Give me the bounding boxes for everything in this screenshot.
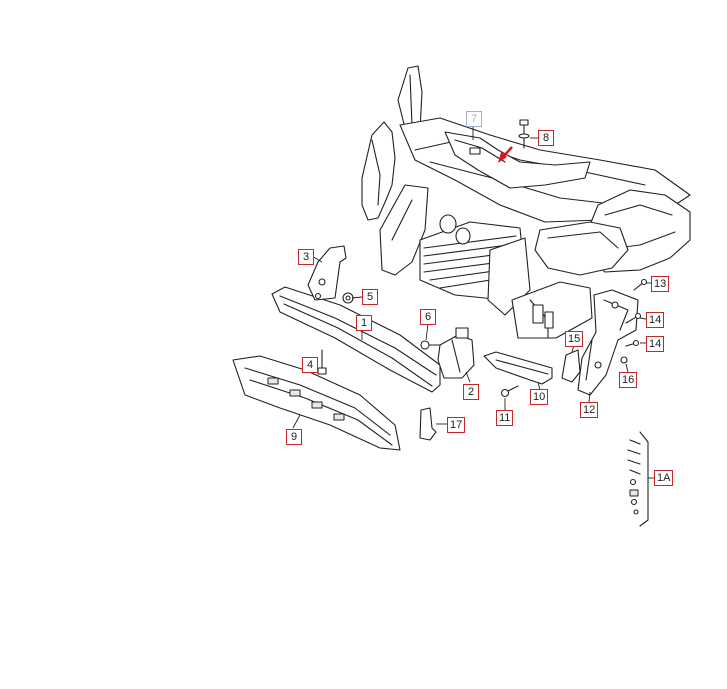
screw-part-16 — [620, 356, 628, 364]
bolt-part-4 — [317, 349, 327, 375]
callout-4: 4 — [302, 357, 318, 373]
callout-5: 5 — [362, 289, 378, 305]
lower-carrier-part-9 — [232, 355, 401, 451]
callout-6: 6 — [420, 309, 436, 325]
callout-14a: 14 — [646, 312, 665, 328]
callout-16: 16 — [619, 372, 638, 388]
callout-12: 12 — [580, 402, 599, 418]
screw-part-13 — [633, 278, 648, 291]
callout-1: 1 — [356, 315, 372, 331]
fastener-kit-1A — [627, 431, 649, 527]
bracket-part-10 — [483, 351, 553, 385]
callout-17: 17 — [447, 417, 466, 433]
callout-13: 13 — [651, 276, 670, 292]
callout-15: 15 — [565, 331, 584, 347]
callout-3: 3 — [298, 249, 314, 265]
bolt-part-8 — [518, 119, 530, 149]
bracket-part-15 — [561, 349, 581, 383]
clip-part-17 — [419, 407, 437, 441]
callout-11: 11 — [496, 410, 514, 426]
leader-lines — [292, 125, 654, 479]
nut-part-5 — [342, 292, 354, 304]
bolt-part-6 — [420, 340, 441, 350]
callout-9: 9 — [286, 429, 302, 445]
bolt-part-11 — [500, 385, 519, 398]
crash-box-part-2 — [437, 327, 475, 379]
left-bracket-part-3 — [307, 245, 347, 301]
screw-part-14a — [625, 312, 642, 324]
callout-14b: 14 — [646, 336, 665, 352]
callout-8: 8 — [538, 130, 554, 146]
front-structure — [361, 65, 691, 339]
callout-7: 7 — [466, 111, 482, 127]
callout-1A: 1A — [654, 470, 674, 486]
right-bracket-part-12 — [577, 289, 639, 396]
callout-10: 10 — [530, 389, 549, 405]
red-arrow-icon — [498, 146, 513, 163]
screw-part-14b — [625, 339, 640, 347]
callout-2: 2 — [463, 384, 479, 400]
